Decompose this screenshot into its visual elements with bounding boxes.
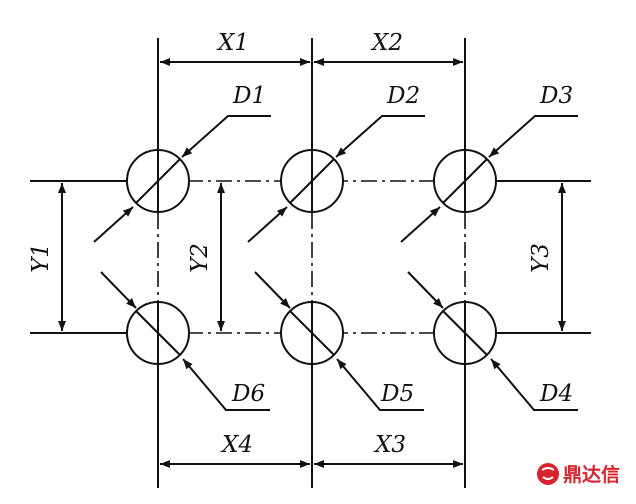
- leader-d2-lower: [247, 206, 288, 243]
- leader-d5-upper: [254, 271, 291, 309]
- label-x4: X4: [220, 432, 253, 458]
- leader-d6-upper: [100, 271, 137, 309]
- label-y1: Y1: [28, 243, 54, 273]
- watermark-logo-mark: [541, 467, 555, 480]
- label-x1: X1: [216, 30, 249, 56]
- hole-d6: [126, 301, 190, 365]
- leader-d5: [336, 358, 424, 411]
- hole-d3: [433, 149, 497, 213]
- label-d4: D4: [539, 381, 573, 407]
- leader-d1: [181, 115, 271, 158]
- hole-d1: [126, 149, 190, 213]
- watermark-logo-icon: [537, 463, 559, 485]
- hole-d5: [280, 301, 344, 365]
- label-x2: X2: [370, 30, 403, 56]
- label-d5: D5: [380, 381, 414, 407]
- leader-d3-lower: [400, 206, 441, 243]
- leader-d1-lower: [93, 206, 134, 243]
- hole-d4: [433, 301, 497, 365]
- leader-d3: [488, 115, 578, 158]
- label-d1: D1: [232, 83, 266, 109]
- watermark-text: 鼎达信: [563, 463, 620, 486]
- label-y3: Y3: [528, 243, 554, 273]
- leader-d2: [335, 115, 425, 158]
- leader-d4-upper: [407, 271, 444, 309]
- label-y2: Y2: [187, 243, 213, 273]
- label-d3: D3: [539, 83, 573, 109]
- hole-d2: [280, 149, 344, 213]
- label-d2: D2: [386, 83, 420, 109]
- watermark: 鼎达信: [537, 463, 620, 486]
- leader-d4: [490, 358, 578, 411]
- leader-d6: [182, 358, 270, 411]
- label-x3: X3: [373, 432, 406, 458]
- label-d6: D6: [231, 381, 265, 407]
